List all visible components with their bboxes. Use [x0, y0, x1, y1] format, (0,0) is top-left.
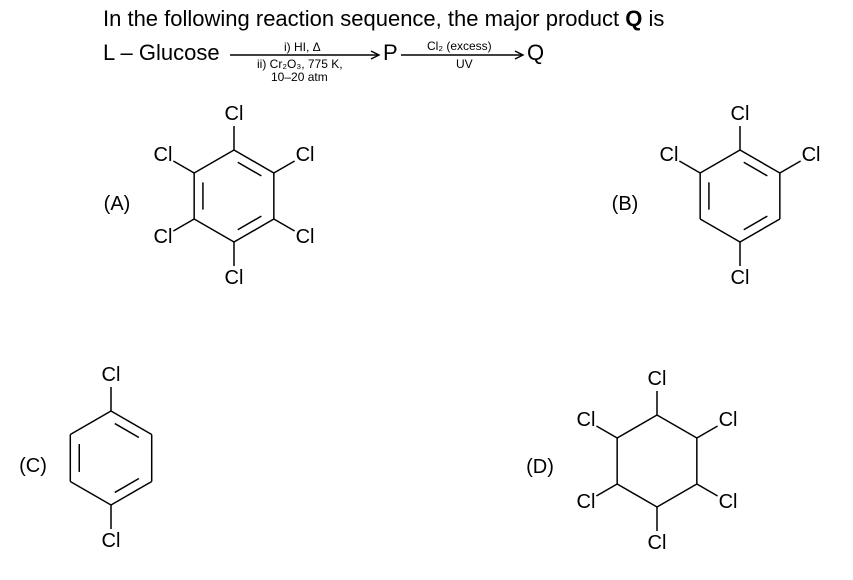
reaction-arrow-1-head [370, 50, 381, 60]
option-b-cl-atom: Cl [660, 144, 679, 166]
option-d-ring-bond [616, 483, 658, 508]
option-a-cl-atom: Cl [296, 144, 315, 166]
option-c-double-bond [114, 477, 140, 494]
option-b-cl-atom: Cl [802, 144, 821, 166]
option-d-label: (D) [526, 456, 554, 478]
option-a-ring-bond [193, 149, 235, 174]
question-suffix: is [642, 6, 665, 31]
option-d-ring-bond [656, 483, 698, 508]
reactant-l-glucose: L – Glucose [103, 40, 220, 65]
option-d-cl-atom: Cl [719, 491, 738, 513]
option-b-cl-atom: Cl [731, 267, 750, 289]
option-d-cl-bond [596, 483, 618, 497]
option-a-cl-atom: Cl [154, 226, 173, 248]
option-b-double-bond [743, 161, 768, 177]
option-d-cl-atom: Cl [719, 409, 738, 431]
option-a-cl-bond [173, 218, 195, 232]
option-d-cl-atom: Cl [648, 532, 667, 554]
option-b-double-bond [743, 215, 768, 231]
option-a-label: (A) [104, 193, 131, 215]
question-bold-q: Q [625, 6, 643, 31]
option-a-cl-bond [273, 218, 295, 232]
option-d-cl-atom: Cl [648, 368, 667, 390]
option-d-cl-bond [596, 425, 618, 439]
option-a-ring-bond [233, 149, 275, 174]
step2-reagent: Cl₂ (excess) [427, 39, 492, 53]
option-b-ring-bond [739, 149, 781, 174]
option-c-cl-atom: Cl [102, 364, 121, 386]
option-d-ring-bond [656, 414, 698, 439]
product-q: Q [527, 40, 545, 65]
option-b-cl-bond [779, 160, 801, 174]
option-a-double-bond [237, 161, 262, 177]
option-a-cl-atom: Cl [225, 267, 244, 289]
option-d-cl-bond [696, 483, 718, 497]
option-a-ring-bond [233, 218, 275, 243]
step1-condition-3: 10–20 atm [271, 70, 328, 84]
option-c-ring-bond [69, 410, 112, 436]
option-b-label: (B) [612, 193, 639, 215]
option-c-ring-bond [69, 480, 112, 506]
reaction-arrow-2-head [514, 50, 525, 60]
option-b-ring-bond [699, 149, 741, 174]
option-a-cl-atom: Cl [296, 226, 315, 248]
option-c-label: (C) [19, 455, 47, 477]
option-c-ring-bond [110, 410, 153, 436]
option-a-cl-atom: Cl [154, 144, 173, 166]
option-b-ring-bond [699, 218, 741, 243]
option-a-double-bond [237, 215, 262, 231]
step2-condition: UV [456, 57, 473, 71]
option-c-ring-bond [110, 480, 153, 506]
step1-condition-1: i) HI, Δ [284, 40, 321, 54]
option-a-cl-bond [273, 160, 295, 174]
option-d-ring-bond [616, 414, 658, 439]
option-b-ring-bond [739, 218, 781, 243]
option-a-ring-bond [193, 218, 235, 243]
option-a-cl-bond [173, 160, 195, 174]
option-d-cl-atom: Cl [577, 491, 596, 513]
option-b-cl-bond [679, 160, 701, 174]
intermediate-p: P [383, 40, 398, 65]
question-text: In the following reaction sequence, the … [103, 6, 664, 32]
step1-condition-2: ii) Cr₂O₃, 775 K, [257, 57, 343, 71]
option-c-cl-atom: Cl [102, 530, 121, 552]
option-d-cl-atom: Cl [577, 409, 596, 431]
option-c-double-bond [114, 422, 140, 439]
option-b-cl-atom: Cl [731, 103, 750, 125]
option-a-cl-atom: Cl [225, 103, 244, 125]
question-prefix: In the following reaction sequence, the … [103, 6, 626, 31]
option-d-cl-bond [696, 425, 718, 439]
